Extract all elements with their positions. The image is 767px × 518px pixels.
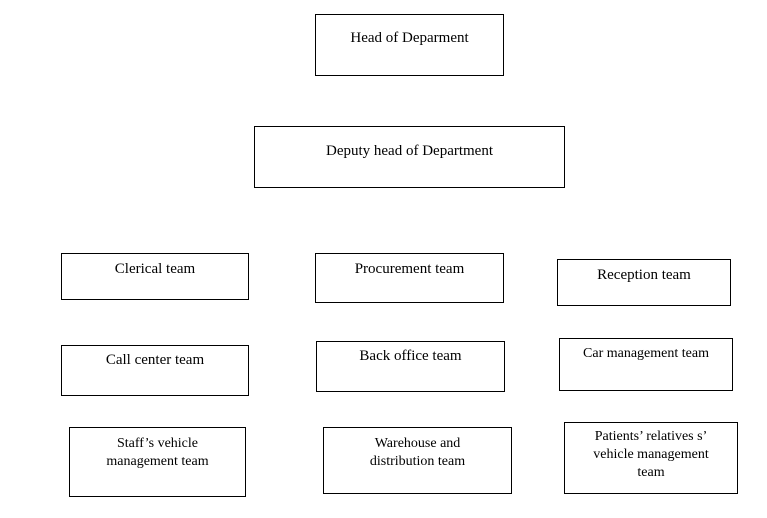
procurement-team-box: Procurement team: [315, 253, 504, 303]
back-office-team-box: Back office team: [316, 341, 505, 392]
clerical-team-label: Clerical team: [114, 261, 196, 277]
staff-vehicle-management-team-label: Staff’s vehicle management team: [106, 436, 209, 469]
procurement-team-label: Procurement team: [354, 261, 465, 277]
head-of-department-label: Head of Deparment: [350, 30, 469, 46]
warehouse-distribution-team-box: Warehouse and distribution team: [323, 427, 512, 494]
reception-team-box: Reception team: [557, 259, 731, 306]
deputy-head-box: Deputy head of Department: [254, 126, 565, 188]
patients-relatives-vehicle-management-team-box: Patients’ relatives s’ vehicle managemen…: [564, 422, 738, 494]
head-of-department-box: Head of Deparment: [315, 14, 504, 76]
reception-team-label: Reception team: [597, 267, 691, 283]
car-management-team-box: Car management team: [559, 338, 733, 391]
warehouse-distribution-team-label: Warehouse and distribution team: [369, 436, 466, 469]
call-center-team-label: Call center team: [105, 352, 205, 368]
back-office-team-label: Back office team: [359, 348, 462, 364]
deputy-head-label: Deputy head of Department: [325, 143, 494, 159]
call-center-team-box: Call center team: [61, 345, 249, 396]
car-management-team-label: Car management team: [583, 346, 709, 361]
patients-relatives-vehicle-management-team-label: Patients’ relatives s’ vehicle managemen…: [593, 429, 709, 480]
staff-vehicle-management-team-box: Staff’s vehicle management team: [69, 427, 246, 497]
clerical-team-box: Clerical team: [61, 253, 249, 300]
